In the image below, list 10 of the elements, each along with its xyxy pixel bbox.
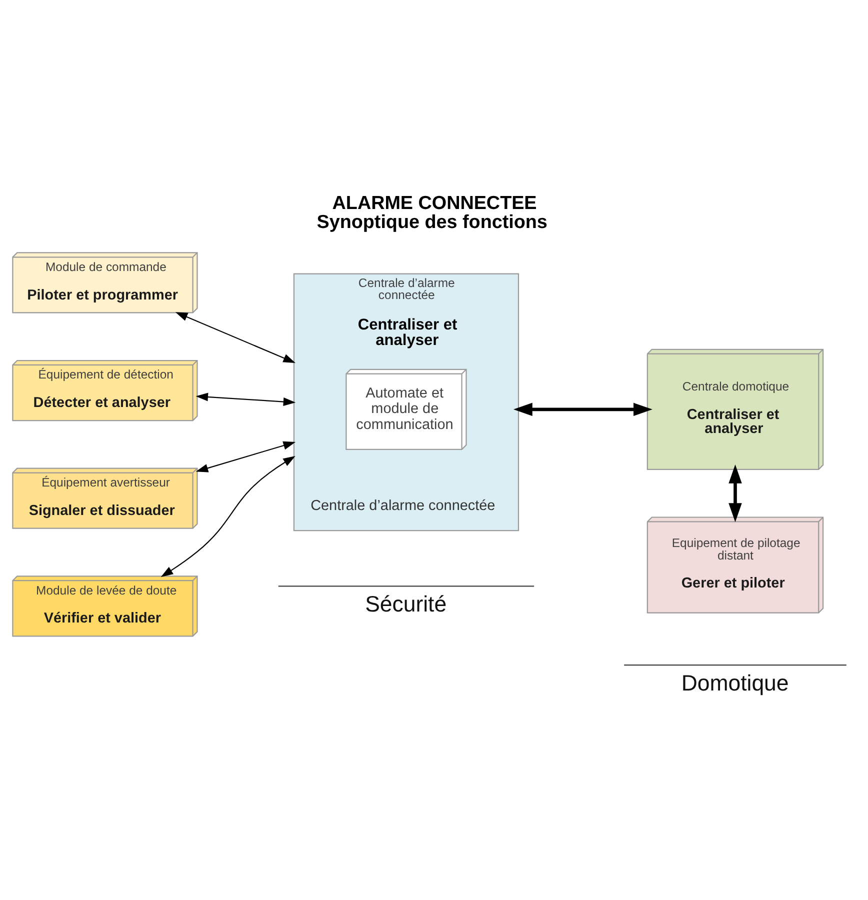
arrow [196, 441, 296, 472]
arrow [728, 464, 742, 522]
arrow [160, 456, 296, 577]
label: Domotique [681, 670, 789, 696]
arrow [196, 392, 296, 406]
arrow [513, 402, 652, 416]
node-label: Centrale d’alarme connectée [310, 498, 496, 514]
arrow [175, 312, 296, 363]
label: Sécurité [365, 592, 447, 617]
diagram-title: ALARME CONNECTEE Synoptique des fonctions [316, 192, 548, 233]
